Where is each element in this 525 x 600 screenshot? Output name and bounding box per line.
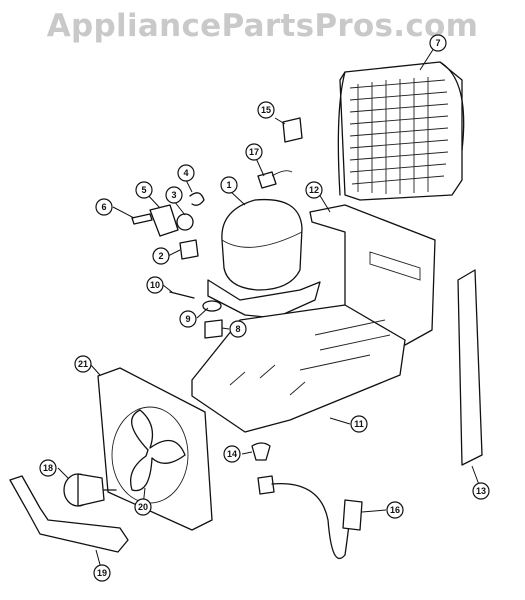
callout-6: 6 [95, 198, 113, 216]
callout-17: 17 [245, 143, 263, 161]
svg-text:5: 5 [141, 185, 146, 195]
watermark: AppliancePartsPros.com [46, 8, 479, 44]
base-pan [191, 304, 406, 433]
svg-text:21: 21 [78, 359, 88, 369]
bracket [282, 117, 303, 143]
svg-text:12: 12 [309, 185, 319, 195]
callout-2: 2 [152, 247, 170, 265]
side-strip [457, 269, 483, 466]
relay [257, 171, 277, 189]
motor-bracket [9, 475, 129, 553]
callout-19: 19 [93, 564, 111, 582]
callout-12: 12 [305, 181, 323, 199]
overload [179, 239, 199, 260]
svg-text:17: 17 [249, 147, 259, 157]
callout-15: 15 [257, 101, 275, 119]
callout-5: 5 [135, 181, 153, 199]
condenser-coil [337, 61, 465, 201]
callout-9: 9 [179, 310, 197, 328]
callout-14: 14 [223, 445, 241, 463]
grommet [204, 319, 223, 339]
svg-text:4: 4 [183, 168, 188, 178]
cover [149, 204, 179, 237]
callout-10: 10 [146, 276, 164, 294]
fan-shroud [97, 367, 213, 531]
wire-clip [169, 291, 195, 299]
svg-text:7: 7 [435, 38, 440, 48]
callout-16: 16 [386, 501, 404, 519]
svg-text:19: 19 [97, 568, 107, 578]
svg-text:6: 6 [101, 202, 106, 212]
callout-1: 1 [220, 176, 238, 194]
svg-text:14: 14 [227, 449, 237, 459]
callout-18: 18 [39, 459, 57, 477]
power-cord [257, 475, 363, 560]
callout-7: 7 [429, 34, 447, 52]
fan-motor [63, 473, 117, 507]
callout-4: 4 [177, 164, 195, 182]
callout-3: 3 [165, 186, 183, 204]
svg-text:3: 3 [171, 190, 176, 200]
svg-text:18: 18 [43, 463, 53, 473]
compressor [207, 198, 321, 319]
svg-text:8: 8 [235, 324, 240, 334]
retainer [131, 213, 153, 225]
svg-text:11: 11 [354, 419, 364, 429]
relay-clip [176, 213, 194, 231]
callout-13: 13 [472, 482, 490, 500]
callout-11: 11 [350, 415, 368, 433]
svg-text:1: 1 [226, 180, 231, 190]
svg-text:9: 9 [185, 314, 190, 324]
svg-text:20: 20 [138, 502, 148, 512]
svg-text:16: 16 [390, 505, 400, 515]
callout-21: 21 [74, 355, 92, 373]
fan-blade [129, 409, 186, 492]
svg-text:2: 2 [158, 251, 163, 261]
spring-clip [189, 192, 205, 206]
svg-text:10: 10 [150, 280, 160, 290]
cap [251, 442, 271, 461]
svg-text:15: 15 [261, 105, 271, 115]
callout-20: 20 [134, 498, 152, 516]
svg-text:13: 13 [476, 486, 486, 496]
callout-8: 8 [229, 320, 247, 338]
